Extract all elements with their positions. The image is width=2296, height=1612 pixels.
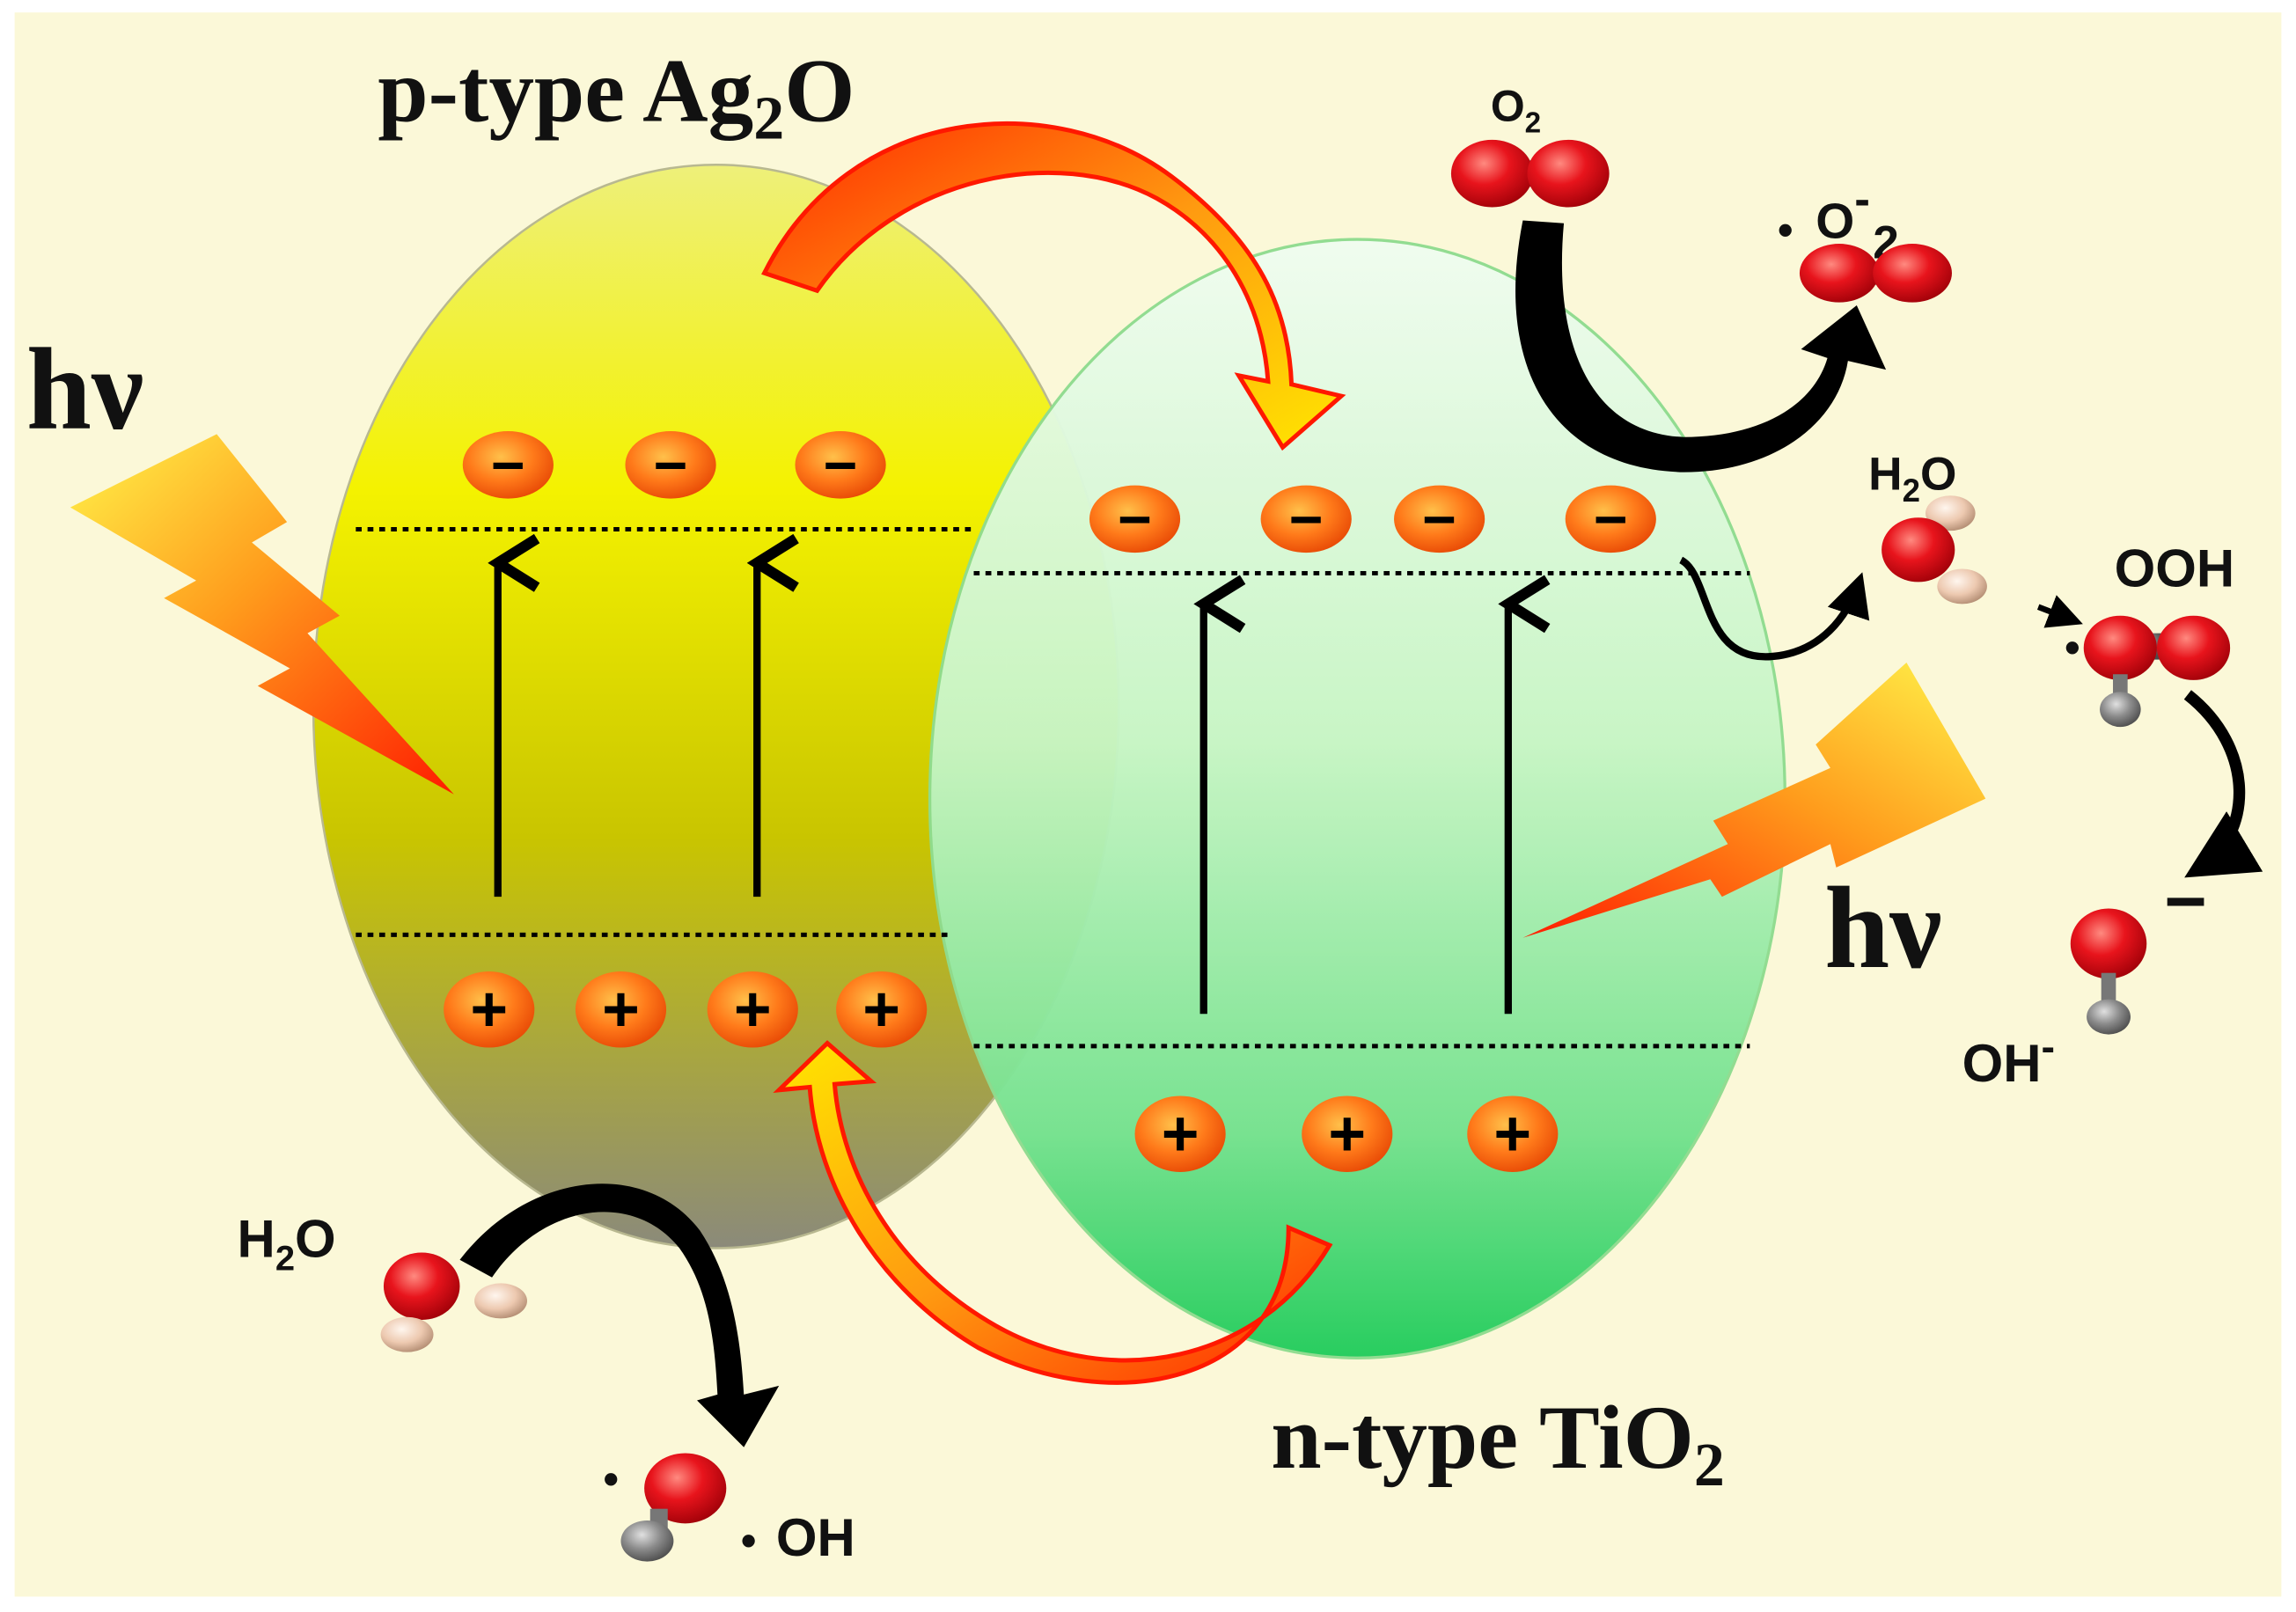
hole: +: [836, 971, 928, 1048]
ntype-label: n-type TiO2: [1271, 1388, 1725, 1499]
water-reduction-arrow: [1678, 556, 1870, 661]
light-bolt-left: [70, 434, 454, 795]
hole-transfer-arrow: [773, 1040, 1333, 1385]
h2o-molecule-left: H2O: [238, 1209, 528, 1352]
svg-text:+: +: [470, 973, 508, 1045]
svg-text:−: −: [1594, 487, 1628, 553]
svg-text:+: +: [1328, 1098, 1366, 1170]
water-oxidation-arrow: [459, 1183, 780, 1447]
hole: +: [1134, 1095, 1226, 1172]
electron: −: [1089, 485, 1181, 553]
hv-label-right: hν: [1824, 862, 1942, 993]
svg-text:H2O: H2O: [238, 1209, 336, 1278]
svg-text:H2O: H2O: [1868, 449, 1956, 509]
o2-reduction-arrow: [1515, 220, 1887, 473]
n-type-tio2-particle: [928, 238, 1786, 1359]
light-bolt-right: [1522, 662, 1986, 938]
svg-text:OH: OH: [776, 1508, 855, 1567]
h2o-molecule-right: H2O: [1868, 449, 1987, 604]
ntype-electrons: − − − −: [1089, 485, 1656, 553]
svg-text:+: +: [1493, 1098, 1531, 1170]
hydroxyl-radical: • • OH: [604, 1453, 855, 1567]
ptype-label: p-type Ag2O: [378, 40, 855, 152]
svg-text:−: −: [1118, 487, 1152, 553]
svg-text:•: •: [741, 1516, 756, 1565]
hydroxide-ion: − OH-: [1962, 860, 2207, 1092]
svg-text:−: −: [1289, 487, 1324, 553]
svg-text:−: −: [491, 434, 525, 499]
svg-text:+: +: [602, 973, 640, 1045]
electron: −: [1394, 485, 1485, 553]
svg-text:O2: O2: [1491, 81, 1541, 139]
excitation-arrows: [498, 563, 1508, 1015]
ptype-holes: + + + +: [444, 971, 928, 1048]
svg-text:+: +: [1162, 1098, 1199, 1170]
hole: +: [707, 971, 798, 1048]
electron: −: [462, 431, 554, 499]
electron: −: [795, 431, 886, 499]
electron-transfer-arrow: [761, 121, 1346, 451]
electron: −: [1565, 485, 1656, 553]
hole: +: [1302, 1095, 1393, 1172]
electron: −: [1260, 485, 1352, 553]
svg-text:+: +: [734, 973, 772, 1045]
o2-molecule: O2: [1450, 81, 1610, 208]
svg-text:−: −: [1422, 487, 1456, 553]
superoxide-radical: • O-2: [1778, 173, 1952, 303]
ooh-conversion-arrow: [2183, 690, 2263, 878]
svg-text:•: •: [604, 1454, 619, 1504]
svg-text:•: •: [2065, 623, 2080, 672]
svg-text:OH-: OH-: [1962, 1024, 2055, 1093]
svg-text:−: −: [2164, 860, 2207, 942]
electron: −: [625, 431, 716, 499]
svg-text:OOH: OOH: [2115, 539, 2234, 597]
hole: +: [575, 971, 667, 1048]
hole: +: [1467, 1095, 1559, 1172]
ooh-radical: OOH •: [2036, 539, 2234, 728]
svg-text:−: −: [824, 434, 858, 499]
svg-text:+: +: [862, 973, 900, 1045]
svg-text:−: −: [654, 434, 688, 499]
svg-text:•: •: [1778, 206, 1793, 255]
ntype-holes: + + +: [1134, 1095, 1559, 1172]
hole: +: [444, 971, 535, 1048]
ptype-electrons: − − −: [462, 431, 886, 499]
hv-label-left: hν: [26, 324, 144, 454]
